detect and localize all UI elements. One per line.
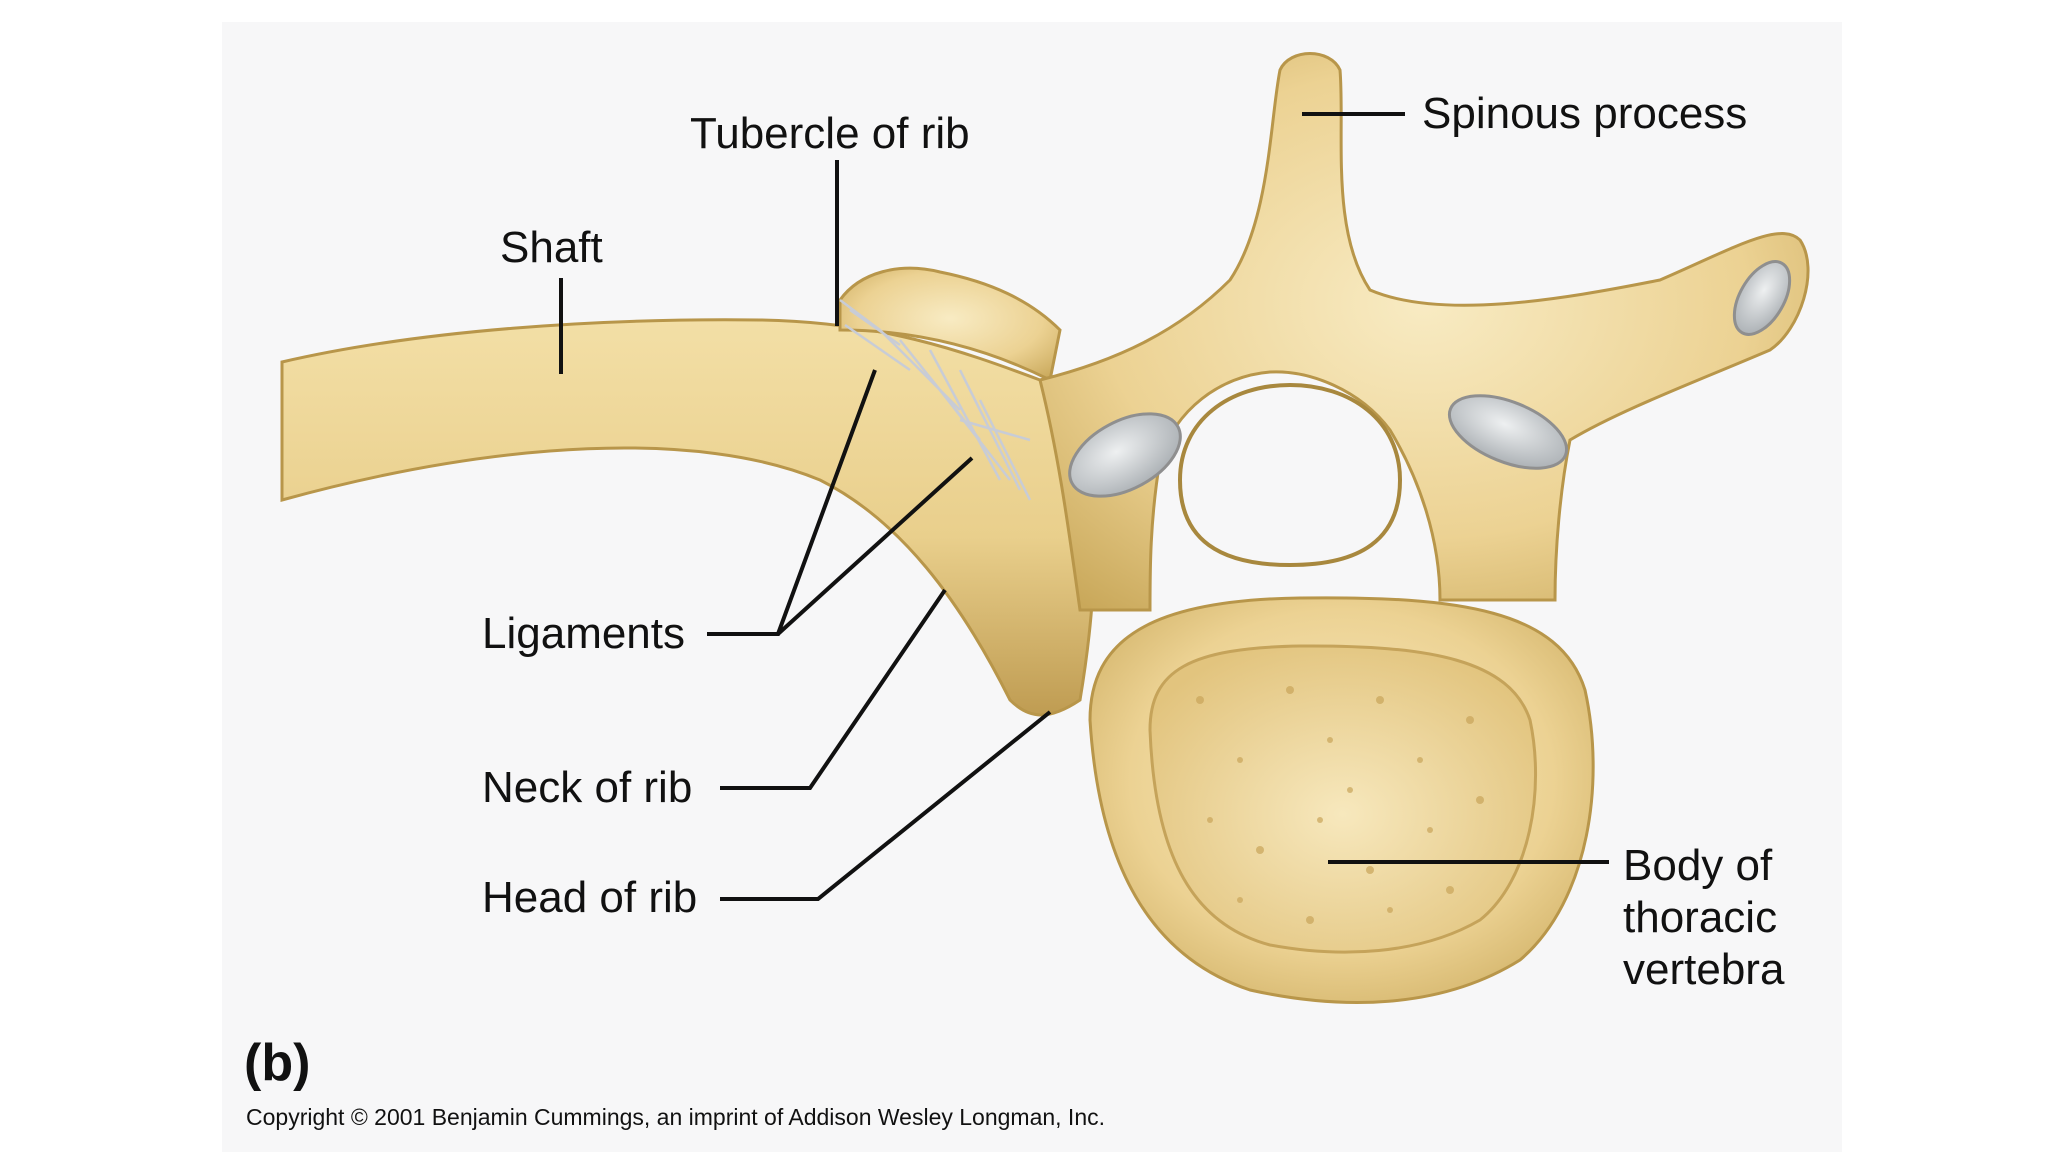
- vertebral-foramen: [1177, 382, 1403, 568]
- label-body-line-3: vertebra: [1623, 945, 1785, 994]
- rib-tubercle: [838, 266, 1062, 383]
- leader-head-of-rib: [720, 710, 1052, 901]
- label-head-of-rib: Head of rib: [482, 873, 697, 922]
- trabecular-speckles: [1196, 686, 1484, 924]
- right-facet-cartilage: [1447, 394, 1569, 470]
- label-shaft: Shaft: [500, 223, 603, 272]
- label-tubercle-of-rib: Tubercle of rib: [690, 109, 970, 158]
- leader-neck-of-rib: [720, 588, 947, 790]
- label-spinous-process: Spinous process: [1422, 89, 1747, 138]
- label-body-line-1: Body of: [1623, 841, 1773, 890]
- label-neck-of-rib: Neck of rib: [482, 763, 692, 812]
- left-facet-cartilage: [1068, 412, 1182, 498]
- panel-letter: (b): [244, 1034, 310, 1092]
- label-ligaments: Ligaments: [482, 609, 685, 658]
- vertebral-body-inner: [1148, 644, 1538, 954]
- label-body-line-2: thoracic: [1623, 893, 1777, 942]
- ligament-fibres: [839, 299, 1032, 501]
- copyright-notice: Copyright © 2001 Benjamin Cummings, an i…: [246, 1104, 1105, 1130]
- rib-shaft: [280, 318, 1096, 717]
- leader-ligaments-2: [776, 456, 974, 636]
- transverse-tip-cartilage: [1732, 260, 1792, 336]
